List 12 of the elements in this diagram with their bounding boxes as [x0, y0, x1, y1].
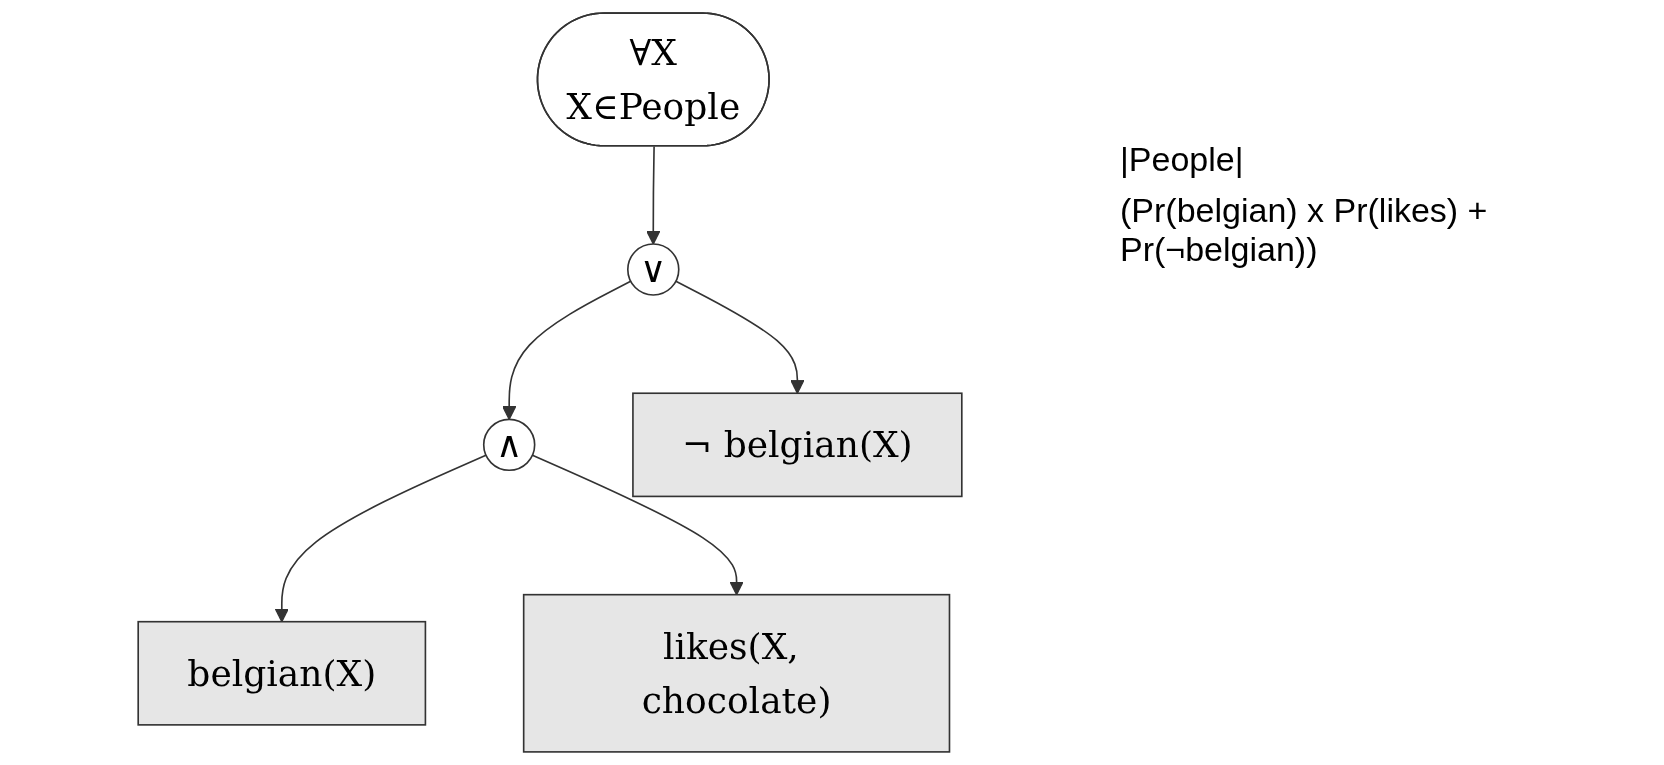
arrow: [274, 454, 487, 623]
arrow: [675, 280, 805, 394]
arrow: [646, 145, 661, 245]
node-circle: ∧: [482, 418, 536, 472]
node-circle: ∨: [627, 243, 680, 296]
node-box: belgian(X): [137, 620, 427, 726]
formula-text: (Pr(belgian) x Pr(likes) + Pr(¬belgian)): [1120, 191, 1489, 269]
formula-text: |People|: [1120, 140, 1245, 179]
node-box: likes(X, chocolate): [522, 593, 951, 753]
arrow: [531, 454, 744, 596]
arrow: [502, 280, 632, 420]
node-box: ¬ belgian(X): [632, 392, 963, 498]
